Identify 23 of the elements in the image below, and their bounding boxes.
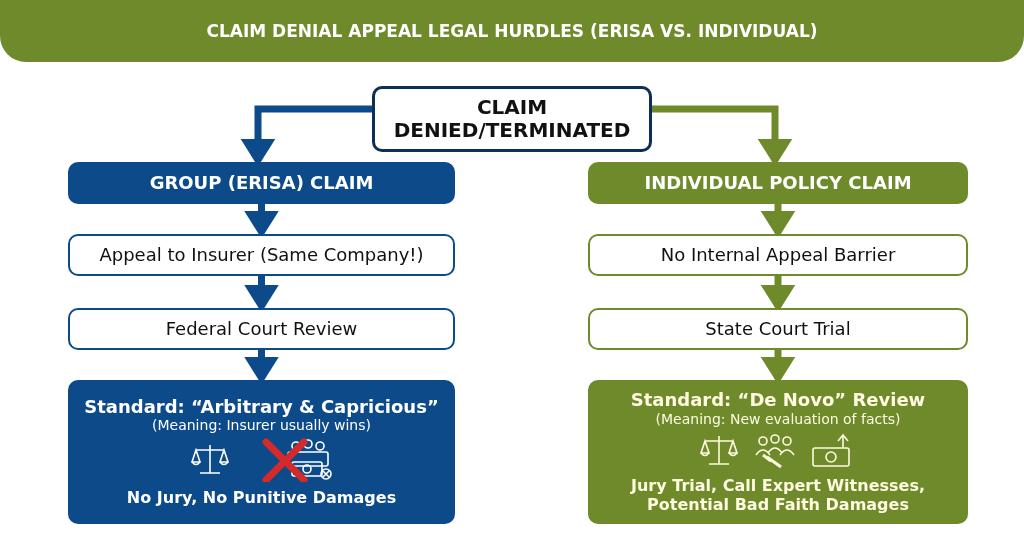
- result-box: [68, 380, 455, 524]
- box-text: State Court Trial: [705, 318, 851, 340]
- step-box: [588, 234, 968, 276]
- title: CLAIM DENIAL APPEAL LEGAL HURDLES (ERISA VS. INDIVIDUAL): [206, 21, 818, 41]
- box-text: CLAIM DENIED/TERMINATED: [392, 96, 632, 142]
- box-text: Standard: “De Novo” Review: [630, 390, 926, 411]
- box-subtext: (Meaning: New evaluation of facts): [655, 410, 901, 428]
- box-subtext: (Meaning: Insurer usually wins): [152, 417, 371, 435]
- step-box: [68, 162, 455, 204]
- box-text: Appeal to Insurer (Same Company!): [99, 244, 424, 266]
- box-text: No Internal Appeal Barrier: [660, 244, 896, 266]
- box-text: INDIVIDUAL POLICY CLAIM: [644, 172, 912, 194]
- box-text: Standard: “Arbitrary & Capricious”: [84, 396, 439, 418]
- step-box: [588, 162, 968, 204]
- step-box: [588, 308, 968, 350]
- result-box: [588, 380, 968, 524]
- start-box: [372, 86, 652, 152]
- box-footer-text: Jury Trial, Call Expert Witnesses, Potential Bad Faith Damages: [629, 475, 926, 514]
- box-text: GROUP (ERISA) CLAIM: [149, 172, 374, 194]
- box-text: Federal Court Review: [165, 318, 358, 340]
- step-box: [68, 308, 455, 350]
- step-box: [68, 234, 455, 276]
- box-footer-text: No Jury, No Punitive Damages: [126, 488, 397, 508]
